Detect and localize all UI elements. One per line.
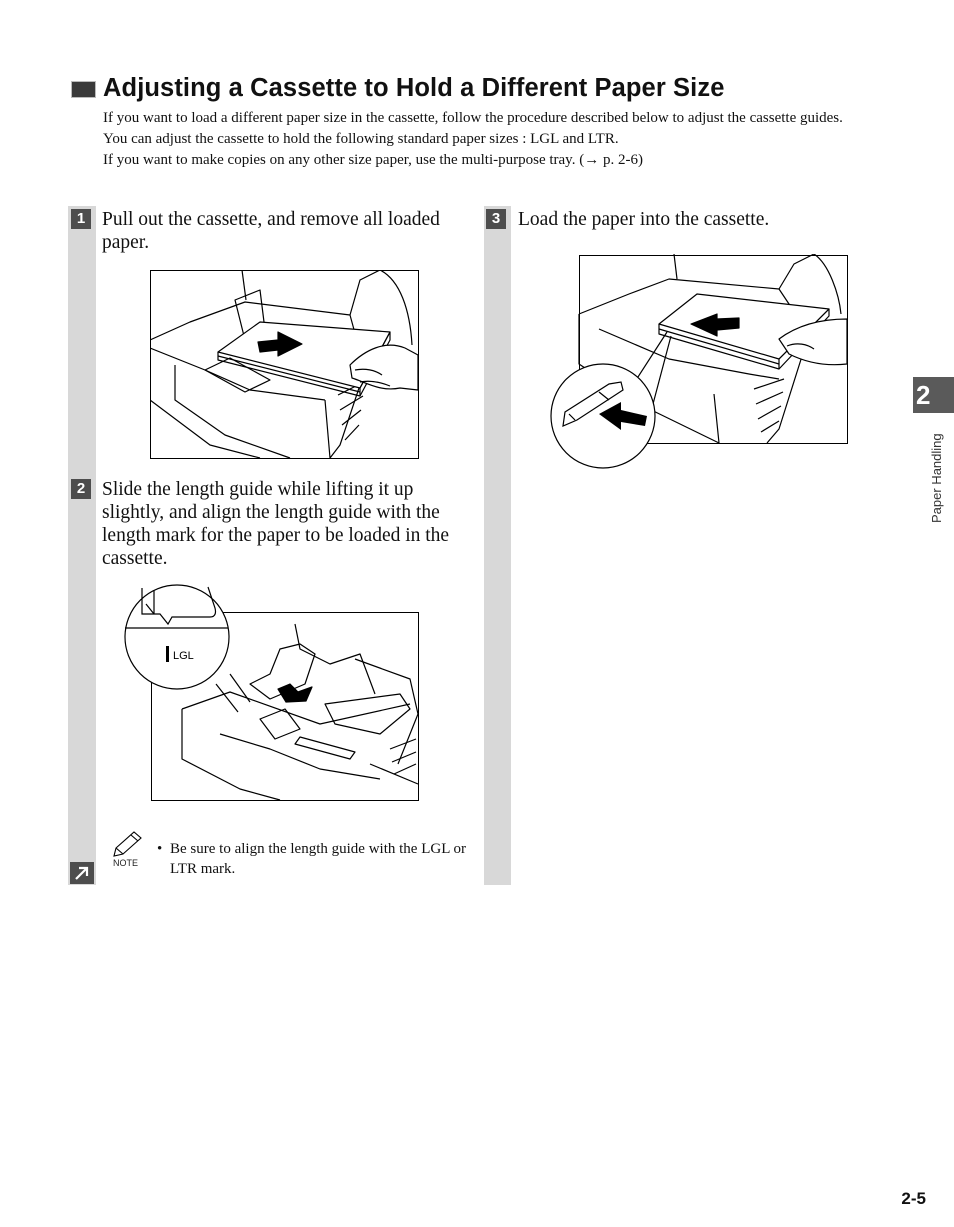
note-text: • Be sure to align the length guide with…: [157, 839, 467, 879]
intro-line: You can adjust the cassette to hold the …: [103, 131, 619, 147]
page-number: 2-5: [901, 1189, 926, 1208]
note-label: NOTE: [113, 858, 139, 868]
figure-remove-paper: [150, 270, 419, 459]
note-pencil-icon: [113, 831, 142, 857]
left-column-band: [68, 206, 96, 885]
note-body: Be sure to align the length guide with t…: [170, 841, 467, 877]
callout-lgl-label: LGL: [173, 650, 194, 662]
intro-line: If you want to make copies on any other …: [103, 152, 643, 168]
continue-arrow-icon: [70, 862, 94, 884]
step-2-badge: 2: [71, 479, 91, 499]
intro-line: If you want to load a different paper si…: [103, 110, 843, 126]
figure-length-guide: LGL: [124, 584, 419, 801]
step-3-text: Load the paper into the cassette.: [518, 209, 770, 230]
step-1-badge: 1: [71, 209, 91, 229]
step-2-text: Slide the length guide while lifting it …: [102, 479, 450, 569]
note-bullet: •: [157, 841, 163, 857]
chapter-title: Paper Handling: [929, 433, 944, 523]
figure-load-paper: [550, 254, 848, 469]
step-3-badge: 3: [486, 209, 506, 229]
page-title: Adjusting a Cassette to Hold a Different…: [103, 74, 725, 102]
right-column-band: [484, 206, 511, 885]
step-1-text: Pull out the cassette, and remove all lo…: [102, 209, 440, 253]
chapter-tab: 2: [913, 377, 954, 413]
intro-text: If you want to load a different paper si…: [103, 108, 863, 171]
title-bullet-icon: [71, 81, 96, 98]
